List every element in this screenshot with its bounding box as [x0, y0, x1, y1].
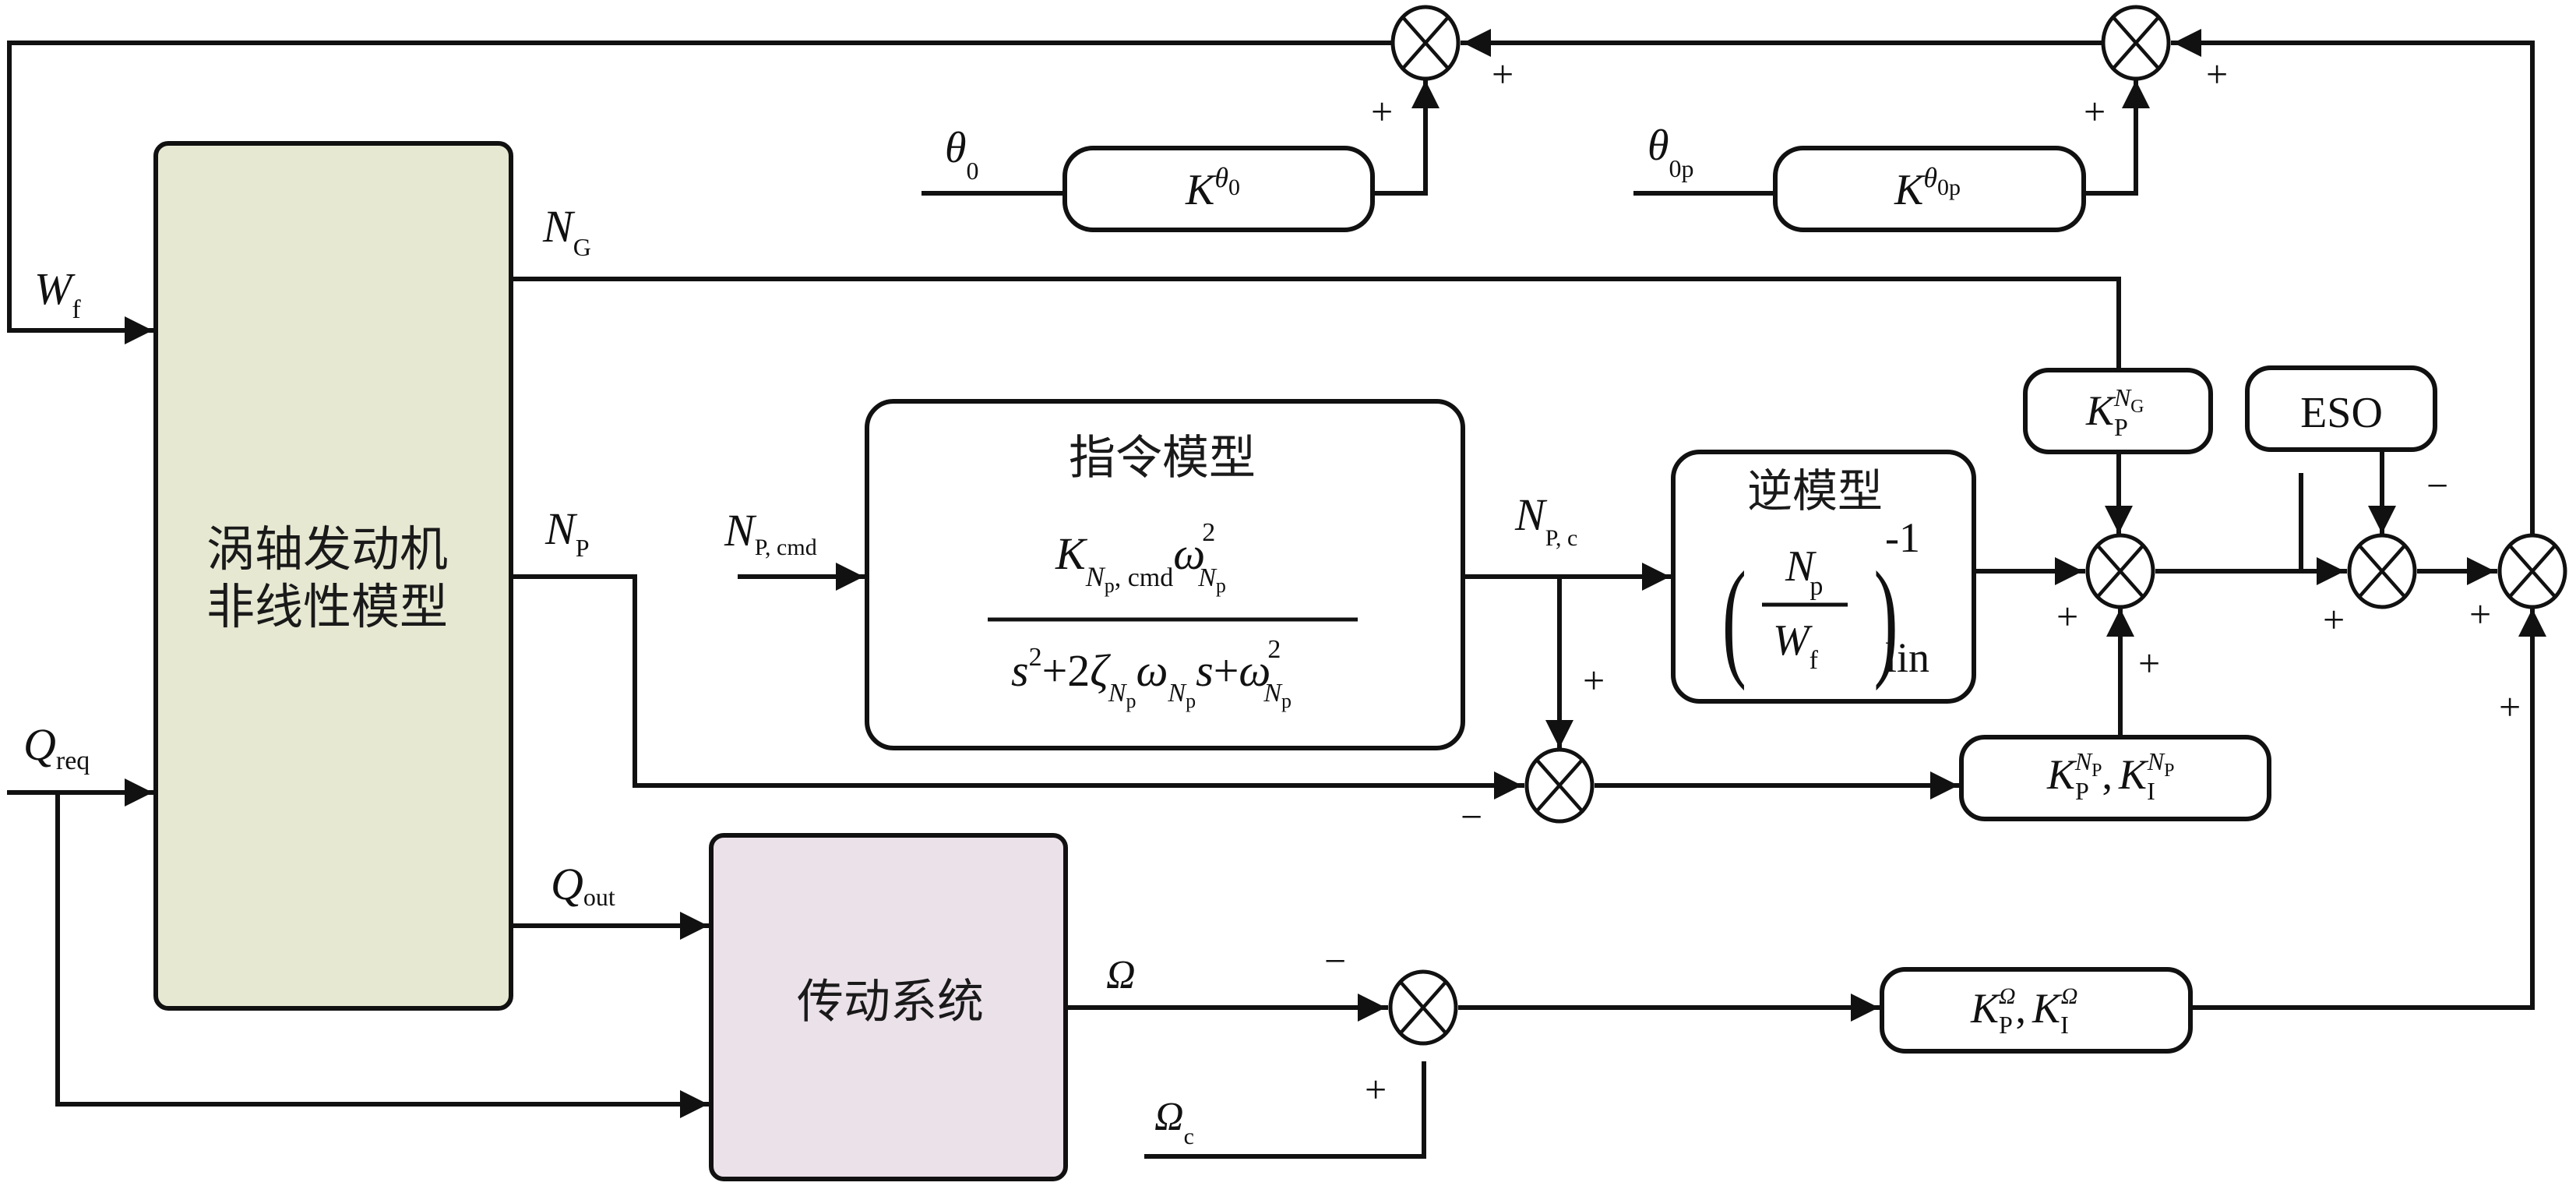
summing-junction-cross — [2112, 16, 2160, 69]
inverse-model-block — [1671, 450, 1976, 704]
wire-ktheta0-to-topL — [1370, 78, 1440, 196]
wire-right-loop-to-topR — [2171, 29, 2535, 539]
wire-ng-to-kpng — [509, 277, 2121, 372]
sign-eso-top: − — [2426, 464, 2448, 507]
sign-final-left: + — [2469, 592, 2491, 636]
inverse-model-lparen: ( — [1722, 545, 1746, 691]
sign-np-err-top: + — [1583, 658, 1605, 702]
signal-label-theta0: θ0 — [945, 124, 979, 185]
engine-block — [153, 141, 513, 1011]
signal-label-np-c: NP, c — [1514, 489, 1577, 551]
eso-label: ESO — [2300, 389, 2383, 437]
wire-top-feedback-to-wf — [7, 41, 1394, 344]
wire-kpki-omega-to-final — [2188, 606, 2546, 1010]
wire-omega-c — [1144, 1061, 1426, 1159]
sign-top-left-bottom: + — [1371, 90, 1393, 133]
signal-label-ng: NG — [542, 201, 591, 261]
sign-final-bottom: + — [2499, 685, 2521, 729]
engine-label-line2: 非线性模型 — [206, 578, 448, 635]
summing-junction-cross — [1401, 16, 1450, 69]
signal-label-omega-c: Ωc — [1154, 1095, 1194, 1149]
signal-wires — [7, 29, 2546, 1159]
summing-junction-mid — [2085, 533, 2155, 609]
inverse-model-exponent: -1 — [1885, 514, 1920, 561]
command-model-title: 指令模型 — [1069, 431, 1256, 485]
summing-junction-topR — [2101, 5, 2171, 81]
sign-top-left-right: + — [1492, 52, 1514, 96]
transmission-block — [709, 833, 1068, 1181]
k-theta0p-label: Kθ0p — [1894, 162, 1961, 214]
signal-label-np-cmd: NP, cmd — [724, 505, 817, 560]
wire-np-to-np-err — [509, 574, 1524, 799]
sign-np-err-left: − — [1461, 795, 1482, 838]
sign-top-right-right: + — [2206, 52, 2228, 96]
signal-label-qreq: Qreq — [23, 719, 90, 775]
engine-label-line1: 涡轴发动机 — [206, 521, 448, 577]
kp-ng-label: KPNG — [2085, 383, 2144, 441]
signal-label-omega: Ω — [1106, 953, 1136, 997]
sign-mid-bottom: + — [2138, 641, 2160, 685]
inverse-model-title: 逆模型 — [1747, 464, 1883, 517]
kp-ki-np-block — [1959, 735, 2271, 821]
transmission-label: 传动系统 — [797, 975, 984, 1029]
summing-junction-topL — [1390, 5, 1461, 81]
summing-junctions — [1388, 5, 2567, 1046]
wire-ktheta0p-to-topR — [2081, 78, 2150, 196]
sign-eso-left: + — [2323, 598, 2345, 641]
signal-label-theta0p: θ0p — [1647, 122, 1694, 182]
signal-label-np: NP — [544, 503, 589, 562]
inverse-model-lin-subscript: lin — [1885, 634, 1929, 681]
kp-ng-block — [2023, 368, 2213, 454]
signal-label-qout: Qout — [551, 859, 615, 911]
inverse-model-numerator: Np — [1785, 542, 1823, 601]
summing-junction-cross — [1535, 759, 1584, 812]
summing-junction-cross — [1399, 981, 1447, 1034]
summing-junction-cross — [2508, 545, 2557, 598]
command-model-block — [865, 399, 1465, 750]
kp-ki-omega-label: KPΩ,KIΩ — [1970, 983, 2077, 1039]
k-theta0p-block — [1773, 146, 2086, 232]
sign-omega-top: − — [1324, 939, 1346, 983]
inverse-model-rparen: ) — [1874, 545, 1898, 691]
summing-junction-cross — [2096, 545, 2144, 598]
k-theta0-block — [1062, 146, 1375, 232]
summing-junction-omg — [1388, 969, 1458, 1046]
eso-block — [2245, 365, 2437, 452]
sign-omega-bottom: + — [1365, 1068, 1387, 1111]
kp-ki-omega-block — [1880, 967, 2193, 1054]
wire-qreq-to-transmission — [55, 790, 710, 1118]
summing-junction-eso — [2347, 533, 2417, 609]
summing-junction-fin — [2497, 533, 2567, 609]
summing-junction-cross — [2358, 545, 2406, 598]
wire-eso-to-junction — [2339, 447, 2396, 536]
summing-junction-npErr — [1524, 747, 1595, 824]
signal-label-wf: Wf — [34, 263, 81, 324]
sign-mid-left: + — [2056, 595, 2078, 638]
kp-ki-np-label: KPNP,KINP — [2046, 747, 2174, 805]
sign-top-right-bottom: + — [2084, 90, 2106, 133]
inverse-model-denominator: Wf — [1773, 616, 1819, 675]
k-theta0-label: Kθ0 — [1185, 162, 1240, 214]
